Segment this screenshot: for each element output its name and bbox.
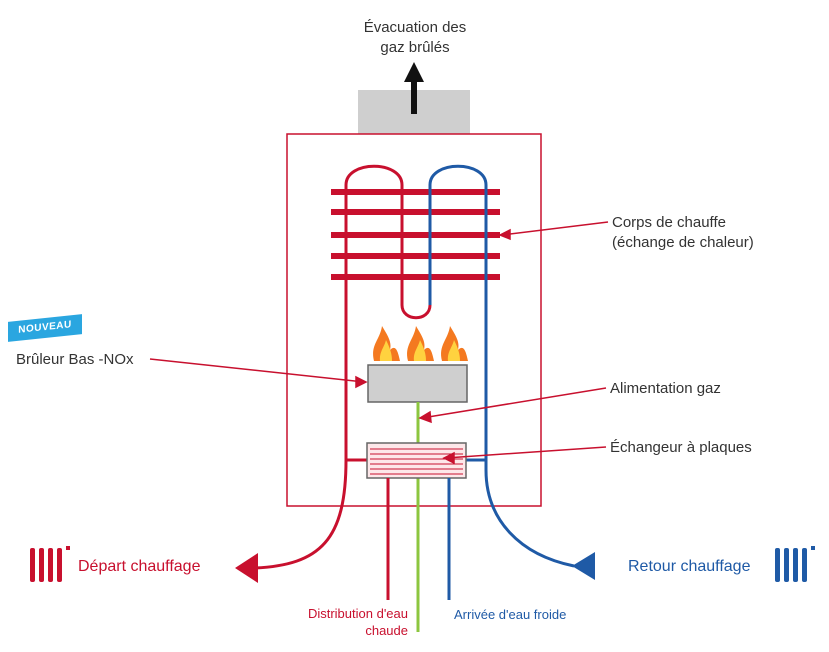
cold-water-pipe [428,164,575,568]
flame-icon [373,326,468,361]
radiator-icon [775,546,815,582]
evacuation-line2: gaz brûlés [380,39,450,56]
evacuation-line1: Évacuation des [363,19,467,36]
alimentation-gaz-label: Alimentation gaz [610,380,721,397]
arrow-up-icon [404,62,424,114]
corps-label: Corps de chauffe (échange de chaleur) [612,213,754,253]
retour-label: Retour chauffage [628,558,751,575]
arrivee-label: Arrivée d'eau froide [454,607,567,622]
distribution-line1: Distribution d'eau [307,606,408,621]
depart-arrow [235,553,258,583]
callout-corps [501,221,609,236]
corps-line2: (échange de chaleur) [612,234,754,251]
evacuation-label: Évacuation des gaz brûlés [330,18,500,58]
heat-exchanger-fins [331,189,500,280]
echangeur-label: Échangeur à plaques [610,439,752,456]
callout-echangeur [445,446,607,459]
distribution-label: Distribution d'eau chaude [268,605,408,639]
corps-line1: Corps de chauffe [612,214,726,231]
retour-arrow [572,552,595,580]
callout-gaz [421,387,607,419]
callout-bruleur [149,358,365,383]
hot-water-pipe [344,164,432,460]
depart-pipe [254,459,348,570]
radiator-icon [30,546,70,582]
bruleur-label: Brûleur Bas -NOx [16,351,134,368]
boiler-housing [286,133,542,507]
distribution-line2: chaude [365,623,408,638]
burner-block [367,364,468,403]
depart-label: Départ chauffage [78,558,201,575]
